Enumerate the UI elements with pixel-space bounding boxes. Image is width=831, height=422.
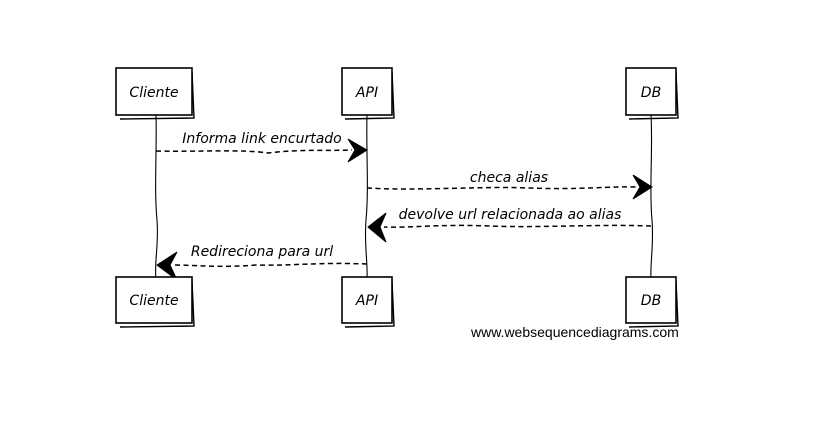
message-label-1: Informa link encurtado <box>182 131 341 147</box>
participant-box-db-bottom: DB <box>625 276 679 328</box>
message-4: Redireciona para url <box>156 244 368 281</box>
participant-label-cliente-bottom: Cliente <box>129 293 178 309</box>
lifeline-db <box>650 114 654 281</box>
participant-box-db-top: DB <box>625 67 679 120</box>
watermark-link[interactable]: www.websequencediagrams.com <box>471 324 679 340</box>
participant-label-db-bottom: DB <box>641 293 661 309</box>
lifeline-api <box>364 114 368 281</box>
participant-label-api-bottom: API <box>355 293 378 309</box>
message-label-4: Redireciona para url <box>191 244 333 260</box>
participant-box-cliente-top: Cliente <box>115 67 195 120</box>
message-1: Informa link encurtado <box>155 131 368 163</box>
message-label-2: checa alias <box>470 170 548 186</box>
participant-label-cliente-top: Cliente <box>129 85 178 101</box>
participant-box-api-top: API <box>341 67 395 120</box>
participant-label-db-top: DB <box>641 85 661 101</box>
participant-box-cliente-bottom: Cliente <box>115 276 195 328</box>
participant-box-api-bottom: API <box>341 276 395 328</box>
participant-label-api-top: API <box>355 85 378 101</box>
message-3: devolve url relacionada ao alias <box>367 207 652 243</box>
message-label-3: devolve url relacionada ao alias <box>399 207 622 223</box>
lifeline-cliente <box>155 114 158 281</box>
message-2: checa alias <box>366 170 653 200</box>
